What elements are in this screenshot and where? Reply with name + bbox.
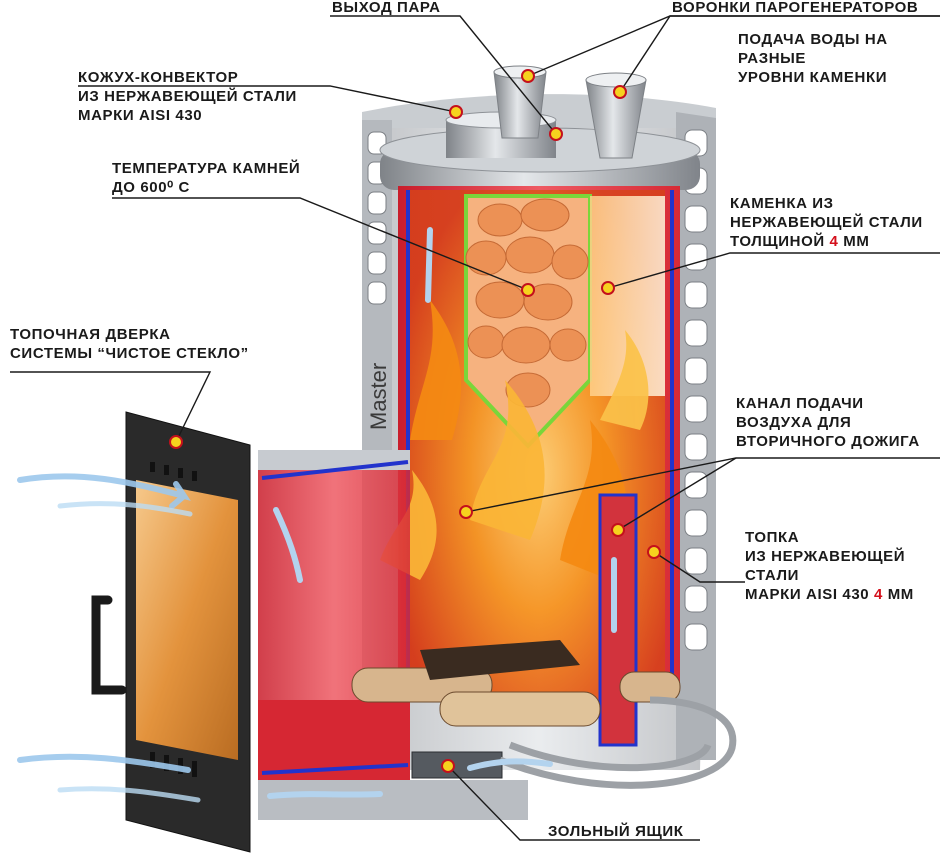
label-water-supply: ПОДАЧА ВОДЫ НА РАЗНЫЕ УРОВНИ КАМЕНКИ [738, 31, 888, 86]
label-stone-box: КАМЕНКА ИЗ НЕРЖАВЕЮЩЕЙ СТАЛИ ТОЛЩИНОЙ 4 … [730, 195, 923, 250]
marker-dot-icon [169, 69, 661, 773]
label-steam-outlet: ВЫХОД ПАРА [332, 0, 441, 16]
funnel-left [493, 65, 547, 139]
firebox-door [125, 411, 251, 853]
label-air-channel: КАНАЛ ПОДАЧИ ВОЗДУХА ДЛЯ ВТОРИЧНОГО ДОЖИ… [736, 395, 920, 450]
stone-box [464, 194, 665, 449]
label-firebox: ТОПКА ИЗ НЕРЖАВЕЮЩЕЙ СТАЛИ МАРКИ AISI 43… [745, 529, 914, 603]
front-chamber [258, 450, 528, 820]
label-door: ТОПОЧНАЯ ДВЕРКА СИСТЕМЫ “ЧИСТОЕ СТЕКЛО” [10, 326, 249, 362]
leader-lines [10, 15, 940, 841]
label-casing: КОЖУХ-КОНВЕКТОР ИЗ НЕРЖАВЕЮЩЕЙ СТАЛИ МАР… [78, 69, 297, 124]
label-stone-temp: ТЕМПЕРАТУРА КАМНЕЙ ДО 600⁰ С [112, 160, 301, 196]
door-handle-icon [91, 595, 127, 695]
air-flow-arrow-icon [17, 227, 617, 803]
brand-text: Master [366, 363, 391, 430]
label-funnels: ВОРОНКИ ПАРОГЕНЕРАТОРОВ [672, 0, 919, 16]
base-ring [498, 696, 737, 789]
firewood [351, 640, 681, 727]
label-ash-box: ЗОЛЬНЫЙ ЯЩИК [548, 823, 684, 840]
